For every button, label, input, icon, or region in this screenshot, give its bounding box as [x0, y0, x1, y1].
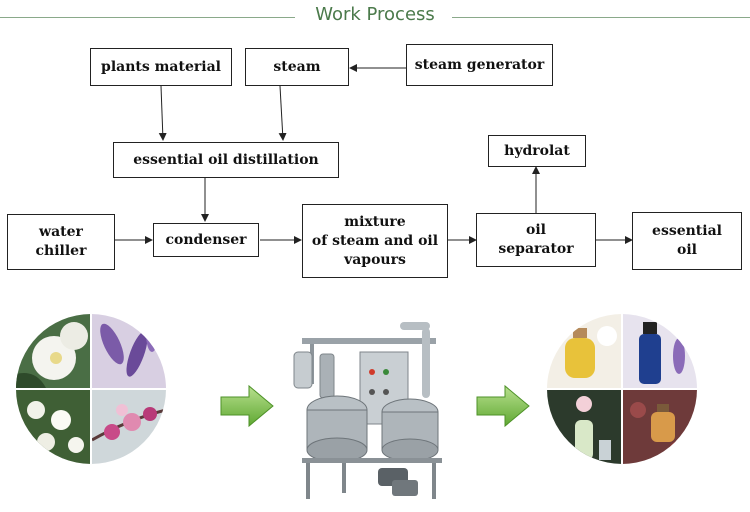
- jasmine-photo: [16, 390, 90, 464]
- rose-petals-oil-photo: [623, 390, 697, 464]
- green-right-arrow-icon: [220, 384, 274, 428]
- node-essential-oil-distillation: essential oil distillation: [113, 142, 339, 178]
- white-flower-photo: [16, 314, 90, 388]
- node-essential-oil: essential oil: [632, 212, 742, 270]
- node-condenser: condenser: [153, 223, 259, 257]
- title-rule-right: [452, 17, 750, 18]
- flow-connectors: [115, 64, 633, 244]
- vase-flower-photo: [547, 390, 621, 464]
- node-mixture: mixture of steam and oil vapours: [302, 204, 448, 278]
- page-title: Work Process: [315, 4, 435, 25]
- arrow-steam-to-distillation: [278, 85, 287, 141]
- node-hydrolat: hydrolat: [488, 135, 586, 167]
- node-steam-generator: steam generator: [406, 44, 553, 86]
- arrow-plants-to-distillation: [158, 85, 167, 141]
- node-water-chiller: water chiller: [7, 214, 115, 270]
- green-right-arrow-icon: [476, 384, 530, 428]
- yellow-oil-bottle-photo: [547, 314, 621, 388]
- blue-oil-bottle-photo: [623, 314, 697, 388]
- plants-photo-collage: [16, 314, 166, 464]
- distillation-machine-image: [293, 322, 442, 499]
- lavender-photo: [92, 314, 166, 388]
- node-steam: steam: [245, 48, 349, 86]
- essential-oil-photo-collage: [547, 314, 697, 464]
- pink-blossom-photo: [91, 390, 166, 464]
- title-rule-left: [0, 17, 295, 18]
- node-oil-separator: oil separator: [476, 213, 596, 267]
- header: Work Process: [0, 0, 750, 32]
- node-plants-material: plants material: [90, 48, 232, 86]
